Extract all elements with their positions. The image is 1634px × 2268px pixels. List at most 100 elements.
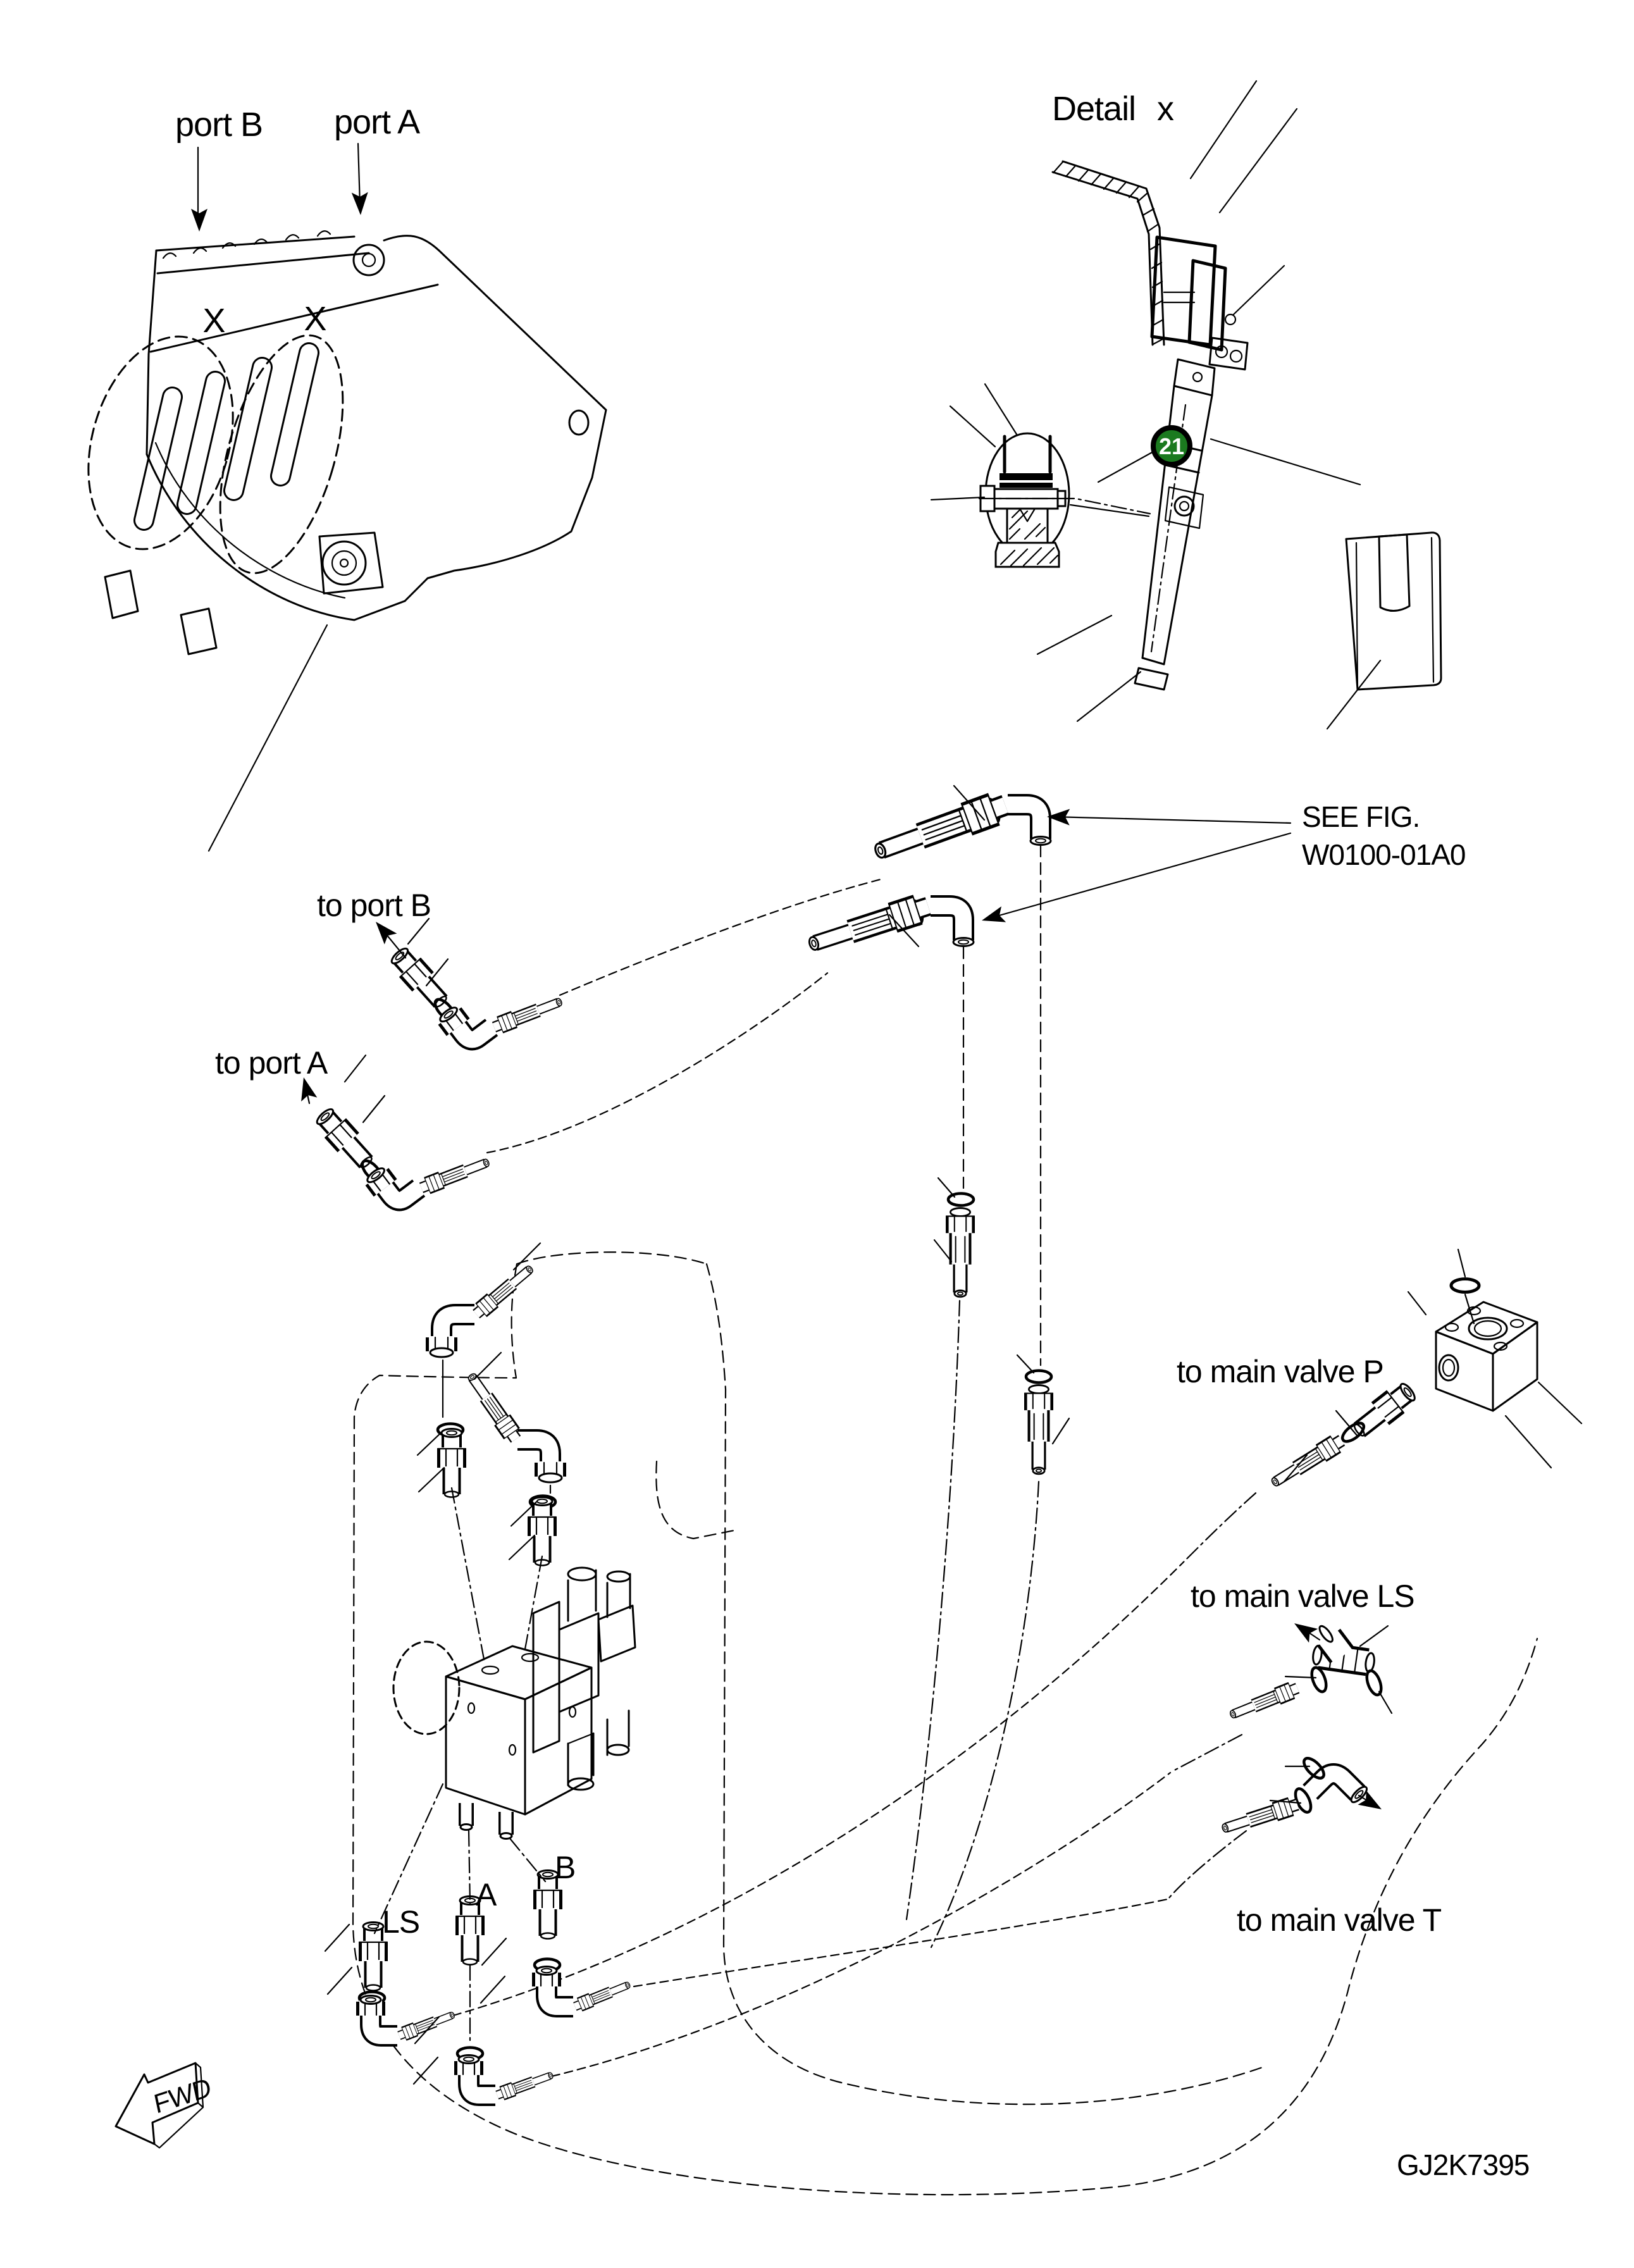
frame-outer	[352, 1416, 1538, 2196]
hose	[495, 2069, 555, 2102]
hose	[1268, 1432, 1347, 1491]
bucket-slot	[175, 369, 228, 517]
route-b-to-t	[633, 1898, 1169, 1988]
flange-side-port-inner	[1442, 1358, 1456, 1377]
elbow-fitting	[430, 1315, 476, 1357]
b-port-label: B	[555, 1850, 575, 1885]
hose	[573, 1978, 632, 2013]
block-inlet-upper-assembly	[430, 1261, 537, 1664]
frame-hook	[655, 1460, 739, 1540]
section-band-1	[1000, 473, 1053, 480]
bucket-slot	[268, 340, 321, 488]
block-top-port-2	[521, 1652, 540, 1663]
flange-side-port	[1438, 1354, 1459, 1382]
nipple-fitting	[438, 1429, 466, 1497]
bucket-shoe-circle-inner	[331, 550, 357, 576]
hose	[870, 790, 1010, 867]
see-fig-upper-assembly	[870, 790, 1051, 867]
main-valve-t-assembly	[1220, 1755, 1369, 1837]
route-t-tail	[1168, 1830, 1247, 1899]
section-base-hatch	[1000, 547, 1059, 567]
balloon-circle[interactable]	[1151, 425, 1192, 467]
bucket-side-plate	[383, 235, 607, 579]
oring	[948, 1194, 974, 1206]
frame-top-arc	[516, 1251, 708, 1265]
block-top-face	[445, 1645, 593, 1701]
a-port-label: A	[476, 1877, 497, 1912]
bucket-fold-line	[149, 283, 439, 353]
hose-routing	[352, 844, 1538, 2196]
block-face-port	[508, 1744, 517, 1756]
rod-foot	[1134, 667, 1169, 691]
drop-to-ls	[373, 1783, 444, 1935]
flange-bolt-hole	[1466, 1306, 1482, 1316]
solenoid-1-top	[567, 1566, 597, 1582]
vertical-hose-end-left	[946, 1194, 974, 1297]
elbow-fitting	[361, 1996, 399, 2036]
flange-oring	[1451, 1279, 1479, 1292]
solenoid-4-body	[606, 1709, 630, 1756]
to-main-valve-ls-label: to main valve LS	[1191, 1578, 1414, 1614]
section-centerline	[978, 497, 1151, 515]
hose	[1227, 1680, 1300, 1723]
bucket-lip	[145, 453, 406, 621]
solenoid-3-top-line	[567, 1732, 595, 1745]
solenoid-2-body	[606, 1573, 631, 1618]
block-face-port	[467, 1702, 476, 1714]
port-b-arrowhead	[191, 209, 207, 232]
drop-line-left-lower	[905, 1299, 961, 1921]
ls-port-assembly	[359, 1923, 457, 2042]
oring	[1364, 1669, 1384, 1697]
to-port-b-label: to port B	[317, 888, 431, 923]
block-bottom-boss-1	[459, 1823, 473, 1831]
block-inlet-right-assembly	[463, 1370, 562, 1654]
main-valve-p-assembly	[1268, 1279, 1538, 1492]
see-fig-leader-2	[987, 832, 1292, 920]
balloon-number: 21	[1159, 433, 1184, 459]
port-b-hose-assembly	[387, 944, 564, 1050]
callouts: SEE FIG. W0100-01A0 to port B to port A …	[215, 784, 1583, 2085]
part-leader-lines	[324, 784, 1583, 2085]
section-block-notch	[1018, 507, 1036, 523]
bucket-leader	[207, 624, 328, 852]
elbow-fitting	[1309, 1762, 1369, 1821]
hose-end	[1025, 1385, 1053, 1474]
balloon-21[interactable]: 21	[1097, 425, 1192, 483]
oring	[1339, 1420, 1366, 1445]
elbow-fitting	[459, 2055, 497, 2096]
block-rear-slab	[532, 1601, 560, 1754]
hose	[471, 1261, 536, 1320]
route-a-to-ls	[550, 1771, 1172, 2078]
bucket-shoe-center	[339, 558, 349, 568]
bucket-lip-inner	[154, 442, 346, 599]
section-mark-x-right: X	[304, 300, 326, 338]
flange-port-hole	[1468, 1317, 1508, 1341]
hose	[805, 893, 932, 958]
hose	[418, 1154, 492, 1195]
hose	[463, 1370, 523, 1444]
port-a-hose-assembly	[312, 1105, 492, 1210]
bucket-left-edge	[145, 249, 158, 455]
drop-to-block	[450, 1487, 486, 1664]
hose-end	[946, 1208, 974, 1297]
solenoid-1-body	[567, 1569, 597, 1622]
see-fig-line2[interactable]: W0100-01A0	[1302, 838, 1466, 871]
b-port-assembly	[534, 1871, 632, 2013]
flange-right-face	[1492, 1321, 1538, 1412]
knuckle-eye-inner	[1179, 500, 1190, 512]
elbow-fitting	[516, 1440, 562, 1482]
section-channel	[1003, 435, 1052, 474]
see-fig-reference[interactable]: SEE FIG. W0100-01A0	[979, 800, 1466, 929]
ls-port-label: LS	[382, 1904, 419, 1940]
mount-plate-2	[1187, 259, 1227, 352]
vertical-hose-end-right	[1025, 1371, 1053, 1474]
block-right-face	[524, 1666, 593, 1816]
route-ls-tail	[1171, 1733, 1243, 1773]
bucket-pivot-hole	[361, 252, 376, 268]
to-port-a-label: to port A	[215, 1045, 328, 1081]
see-fig-line1[interactable]: SEE FIG.	[1302, 800, 1420, 833]
port-a-label: port A	[334, 103, 420, 141]
a-port-assembly	[456, 1897, 555, 2102]
bucket-top-rail-inner	[156, 252, 370, 275]
